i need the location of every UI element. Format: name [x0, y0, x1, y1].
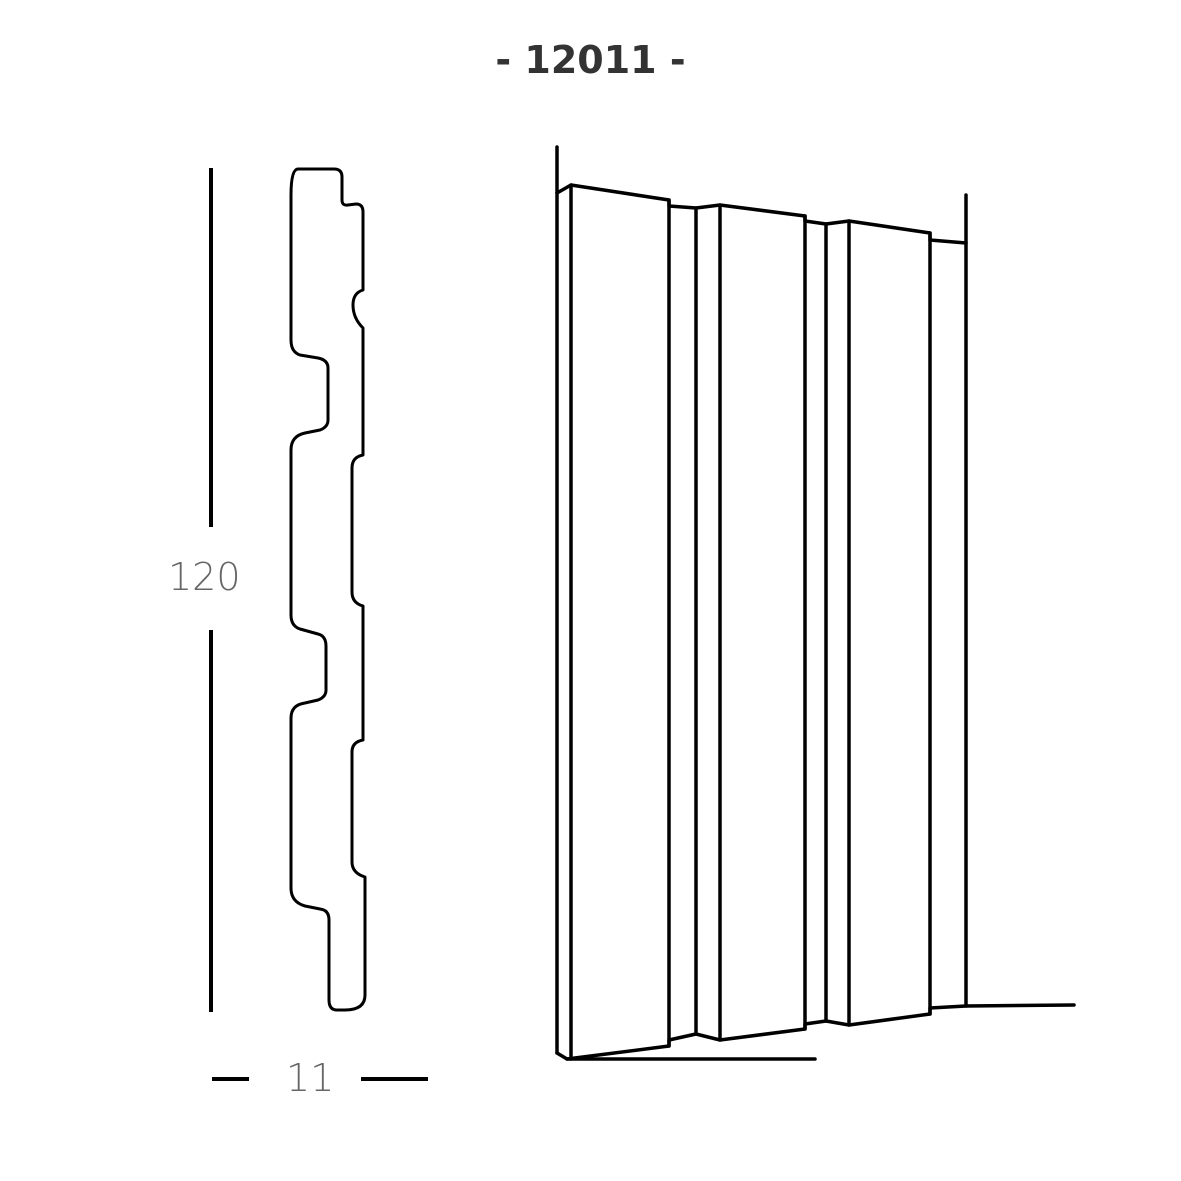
- panel-3d-view: [555, 145, 1076, 1061]
- panel-profile-section: [289, 167, 367, 1012]
- height-dimension-label: 120: [168, 555, 241, 599]
- product-code-title: - 12011 -: [495, 38, 686, 82]
- panel-bottom-edge: [555, 1003, 1076, 1061]
- width-dimension-label: 11: [286, 1056, 335, 1100]
- panel-top-edge: [555, 183, 968, 245]
